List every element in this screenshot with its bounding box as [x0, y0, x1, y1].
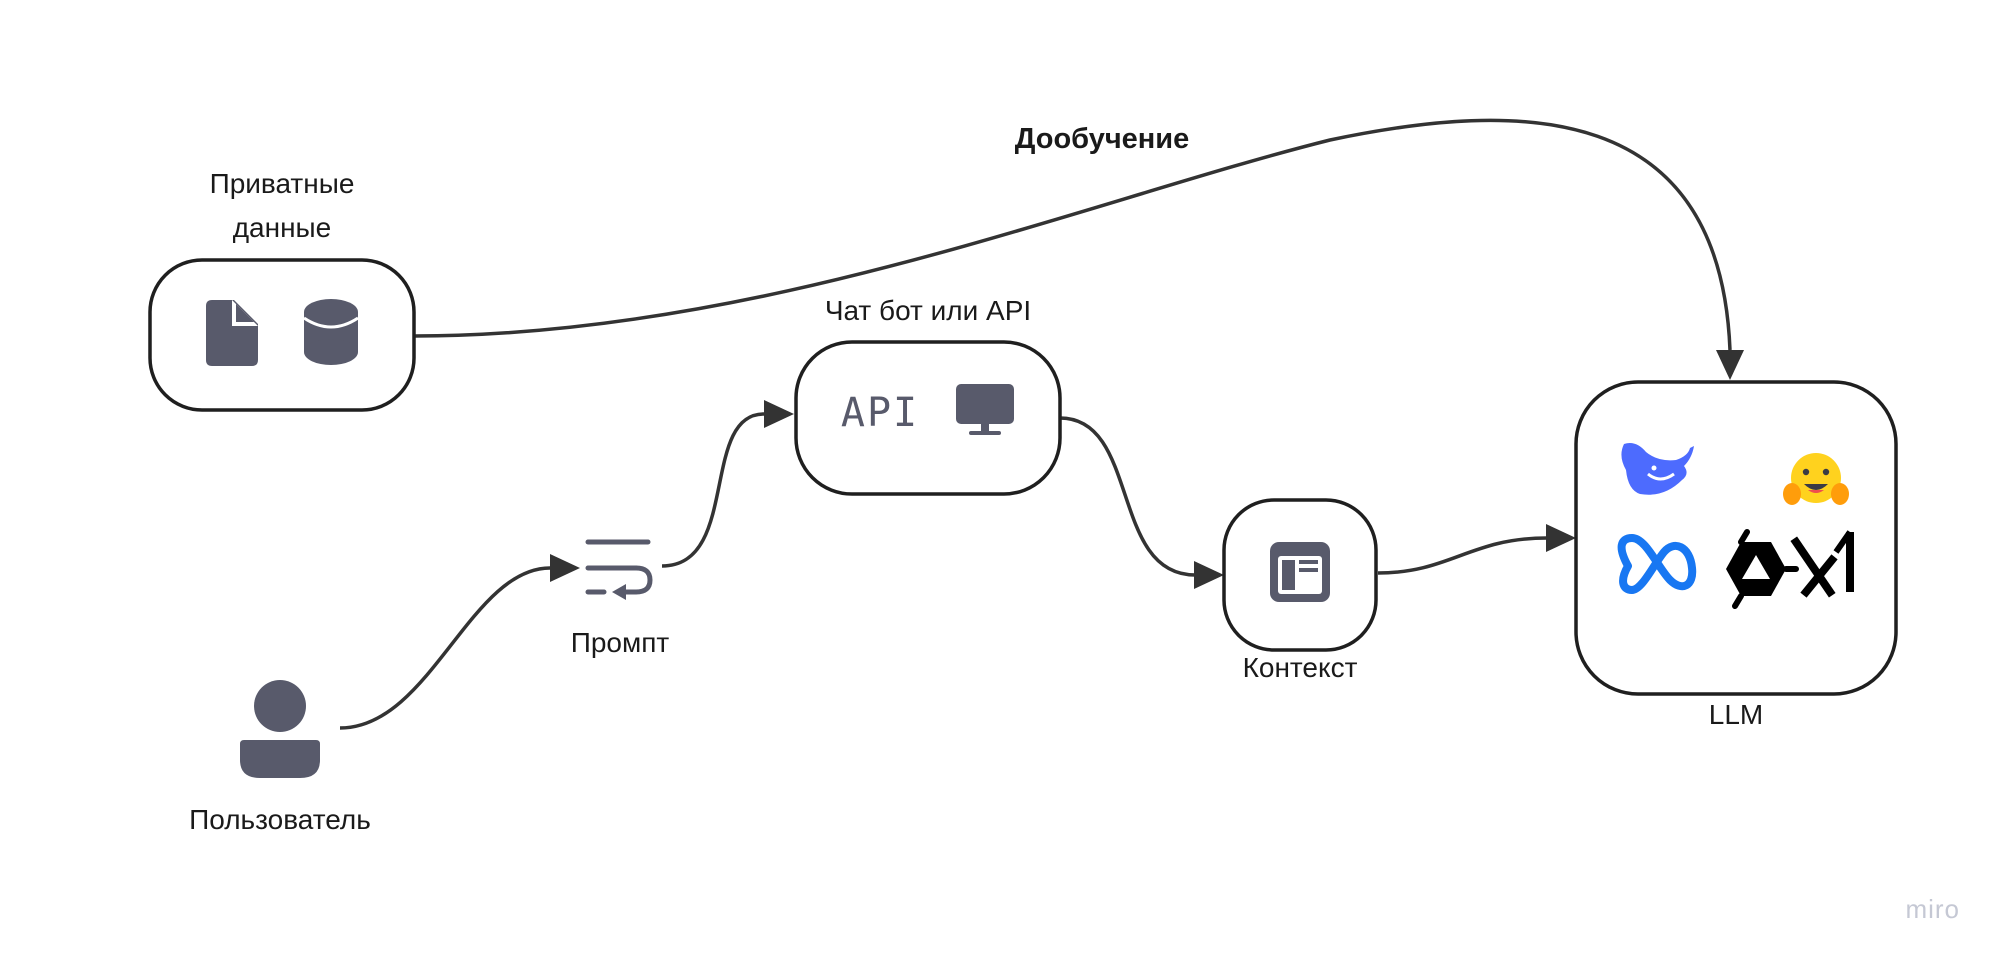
context-label: Контекст	[1243, 652, 1358, 683]
finetune-label: Дообучение	[1015, 123, 1190, 155]
user-node[interactable]: Пользователь	[189, 680, 371, 835]
chatbot-node[interactable]: Чат бот или API API	[794, 295, 1062, 496]
user-icon	[240, 680, 320, 778]
llm-node[interactable]: LLM	[1574, 380, 1898, 730]
huggingface-logo	[1783, 453, 1849, 505]
chatbot-label: Чат бот или API	[825, 295, 1031, 326]
api-icon: API	[841, 390, 919, 436]
prompt-wrap-icon	[585, 539, 653, 600]
private-data-label-line1: Приватные	[210, 168, 355, 199]
context-window-icon	[1270, 542, 1330, 602]
private-data-box[interactable]	[148, 258, 416, 412]
qwen-logo	[1726, 529, 1799, 609]
arrowhead-finetune	[1716, 350, 1744, 380]
monitor-icon	[956, 384, 1014, 435]
meta-logo	[1617, 534, 1697, 594]
connector-prompt-chatbot	[661, 400, 794, 568]
llm-label: LLM	[1709, 699, 1763, 730]
miro-watermark: miro	[1905, 894, 1960, 924]
arrowhead-chatbot	[764, 400, 794, 428]
connector-chatbot-context	[1059, 416, 1224, 589]
connector-context-llm	[1377, 524, 1576, 575]
private-data-label-line2: данные	[233, 212, 332, 243]
user-label: Пользователь	[189, 804, 371, 835]
database-icon	[303, 299, 359, 365]
deepseek-logo	[1621, 443, 1694, 495]
context-node[interactable]: Контекст	[1222, 498, 1378, 683]
document-icon	[206, 300, 258, 366]
connector-user-prompt	[339, 554, 580, 730]
connector-finetune	[413, 118, 1744, 380]
arrowhead-context	[1194, 561, 1224, 589]
arrowhead-llm	[1546, 524, 1576, 552]
prompt-label: Промпт	[571, 627, 670, 658]
private-data-node[interactable]: Приватные данные	[148, 168, 416, 412]
arrowhead-prompt	[550, 554, 580, 582]
prompt-node[interactable]: Промпт	[571, 539, 670, 658]
chatbot-box[interactable]	[794, 340, 1062, 496]
xai-logo	[1790, 530, 1854, 598]
